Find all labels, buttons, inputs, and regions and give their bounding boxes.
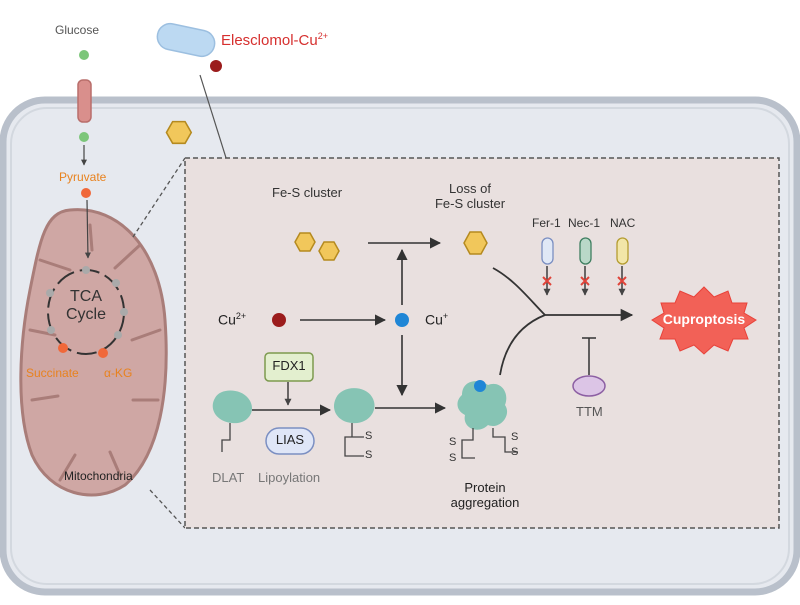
nec1-block-icon bbox=[580, 276, 590, 286]
protein-label-line2: aggregation bbox=[450, 494, 520, 510]
dlat-label: DLAT bbox=[212, 470, 245, 485]
loss-label-line2: Fe-S cluster bbox=[434, 195, 506, 211]
lipoyl-sulfur-1: S bbox=[365, 430, 373, 442]
glucose-label: Glucose bbox=[55, 23, 100, 37]
lias-box bbox=[265, 427, 315, 455]
nec1-capsule bbox=[579, 237, 592, 265]
cu2-label: Cu2+ bbox=[218, 311, 246, 328]
cuproptosis-label: Cuproptosis bbox=[662, 311, 746, 327]
elesclomol-capsule bbox=[156, 22, 216, 58]
cell-membrane-inner bbox=[10, 107, 790, 585]
tca-label-line1: TCA bbox=[70, 288, 102, 305]
ttm-label: TTM bbox=[576, 404, 603, 419]
lipoyl-chain bbox=[344, 423, 364, 457]
tca-label-line2: Cycle bbox=[65, 306, 106, 324]
aggregate-sulfur-3: S bbox=[511, 431, 519, 443]
fer1-capsule bbox=[541, 237, 554, 265]
arrow-aggregation-to-cuproptosis bbox=[499, 314, 546, 376]
copper-bound-aggregate bbox=[474, 380, 486, 392]
lias-label: LIAS bbox=[275, 432, 305, 447]
dlat-chain bbox=[221, 423, 231, 452]
nac-block-icon bbox=[617, 276, 627, 286]
aggregate-chain-right bbox=[492, 428, 518, 453]
fdx1-label: FDX1 bbox=[272, 358, 306, 373]
arrow-loss-to-cuproptosis bbox=[492, 267, 546, 316]
fer1-block-icon bbox=[542, 276, 552, 286]
copper-i-ion bbox=[395, 313, 409, 327]
cuproptosis-burst bbox=[651, 286, 757, 355]
akg-molecule bbox=[98, 348, 108, 358]
cu2-label-charge: 2+ bbox=[235, 311, 247, 321]
cu2-label-base: Cu bbox=[218, 311, 236, 328]
elesclomol-label-base: Elesclomol-Cu bbox=[221, 32, 318, 49]
copper-ii-ion bbox=[272, 313, 286, 327]
elesclomol-label: Elesclomol-Cu2+ bbox=[221, 31, 328, 49]
cu1-label-charge: + bbox=[442, 311, 449, 321]
aggregate-sulfur-1: S bbox=[449, 436, 457, 448]
lipoylation-label: Lipoylation bbox=[258, 470, 321, 485]
cu1-label: Cu+ bbox=[425, 311, 448, 328]
glucose-transporter bbox=[77, 79, 92, 123]
succinate-label: Succinate bbox=[26, 366, 79, 380]
lipoyl-sulfur-2: S bbox=[365, 449, 373, 461]
protein-label-line1: Protein bbox=[464, 480, 506, 495]
tca-intermediate bbox=[114, 331, 122, 339]
tca-intermediate bbox=[46, 289, 54, 297]
nec1-label: Nec-1 bbox=[568, 216, 601, 230]
ttm-molecule bbox=[572, 375, 606, 397]
protein-aggregation-label: Protein aggregation bbox=[445, 480, 525, 511]
glucose-molecule bbox=[79, 50, 89, 60]
mitochondrion-cristae bbox=[28, 223, 162, 482]
fes-cluster-hexagon bbox=[165, 120, 193, 145]
fdx1-box bbox=[264, 352, 314, 382]
pyruvate-arrow bbox=[84, 199, 91, 259]
zoom-line-bottom bbox=[149, 489, 186, 529]
glucose-molecule-inner bbox=[79, 132, 89, 142]
akg-label: α-KG bbox=[104, 366, 133, 380]
tca-intermediate bbox=[120, 308, 128, 316]
lipoylated-dlat-protein bbox=[333, 388, 375, 424]
tca-cycle-label: TCA Cycle bbox=[62, 288, 110, 325]
succinate-molecule bbox=[58, 343, 68, 353]
aggregate-sulfur-4: S bbox=[511, 446, 519, 458]
pyruvate-molecule bbox=[81, 188, 91, 198]
tca-intermediate bbox=[47, 326, 55, 334]
nac-label: NAC bbox=[610, 216, 636, 230]
cu1-label-base: Cu bbox=[425, 311, 443, 328]
elesclomol-copper bbox=[210, 60, 222, 72]
nac-capsule bbox=[616, 237, 629, 265]
loss-fes-cluster-label: Loss of Fe-S cluster bbox=[430, 181, 510, 212]
lost-fes-cluster-hexagon bbox=[463, 231, 488, 255]
fes-cluster-hexagon bbox=[294, 232, 316, 252]
tca-intermediate bbox=[82, 266, 90, 274]
fer1-label: Fer-1 bbox=[532, 216, 561, 230]
fes-cluster-hexagon bbox=[318, 241, 340, 261]
aggregated-protein bbox=[457, 381, 508, 430]
zoom-line-top bbox=[132, 157, 186, 238]
loss-label-line1: Loss of bbox=[449, 181, 491, 196]
dlat-protein bbox=[212, 390, 253, 424]
mitochondria-label: Mitochondria bbox=[64, 469, 133, 483]
fes-cluster-label: Fe-S cluster bbox=[272, 185, 343, 200]
aggregate-sulfur-2: S bbox=[449, 452, 457, 464]
elesclomol-label-charge: 2+ bbox=[317, 31, 328, 41]
aggregate-chain-left bbox=[461, 428, 475, 459]
tca-intermediate bbox=[112, 279, 120, 287]
pyruvate-label: Pyruvate bbox=[59, 170, 107, 184]
